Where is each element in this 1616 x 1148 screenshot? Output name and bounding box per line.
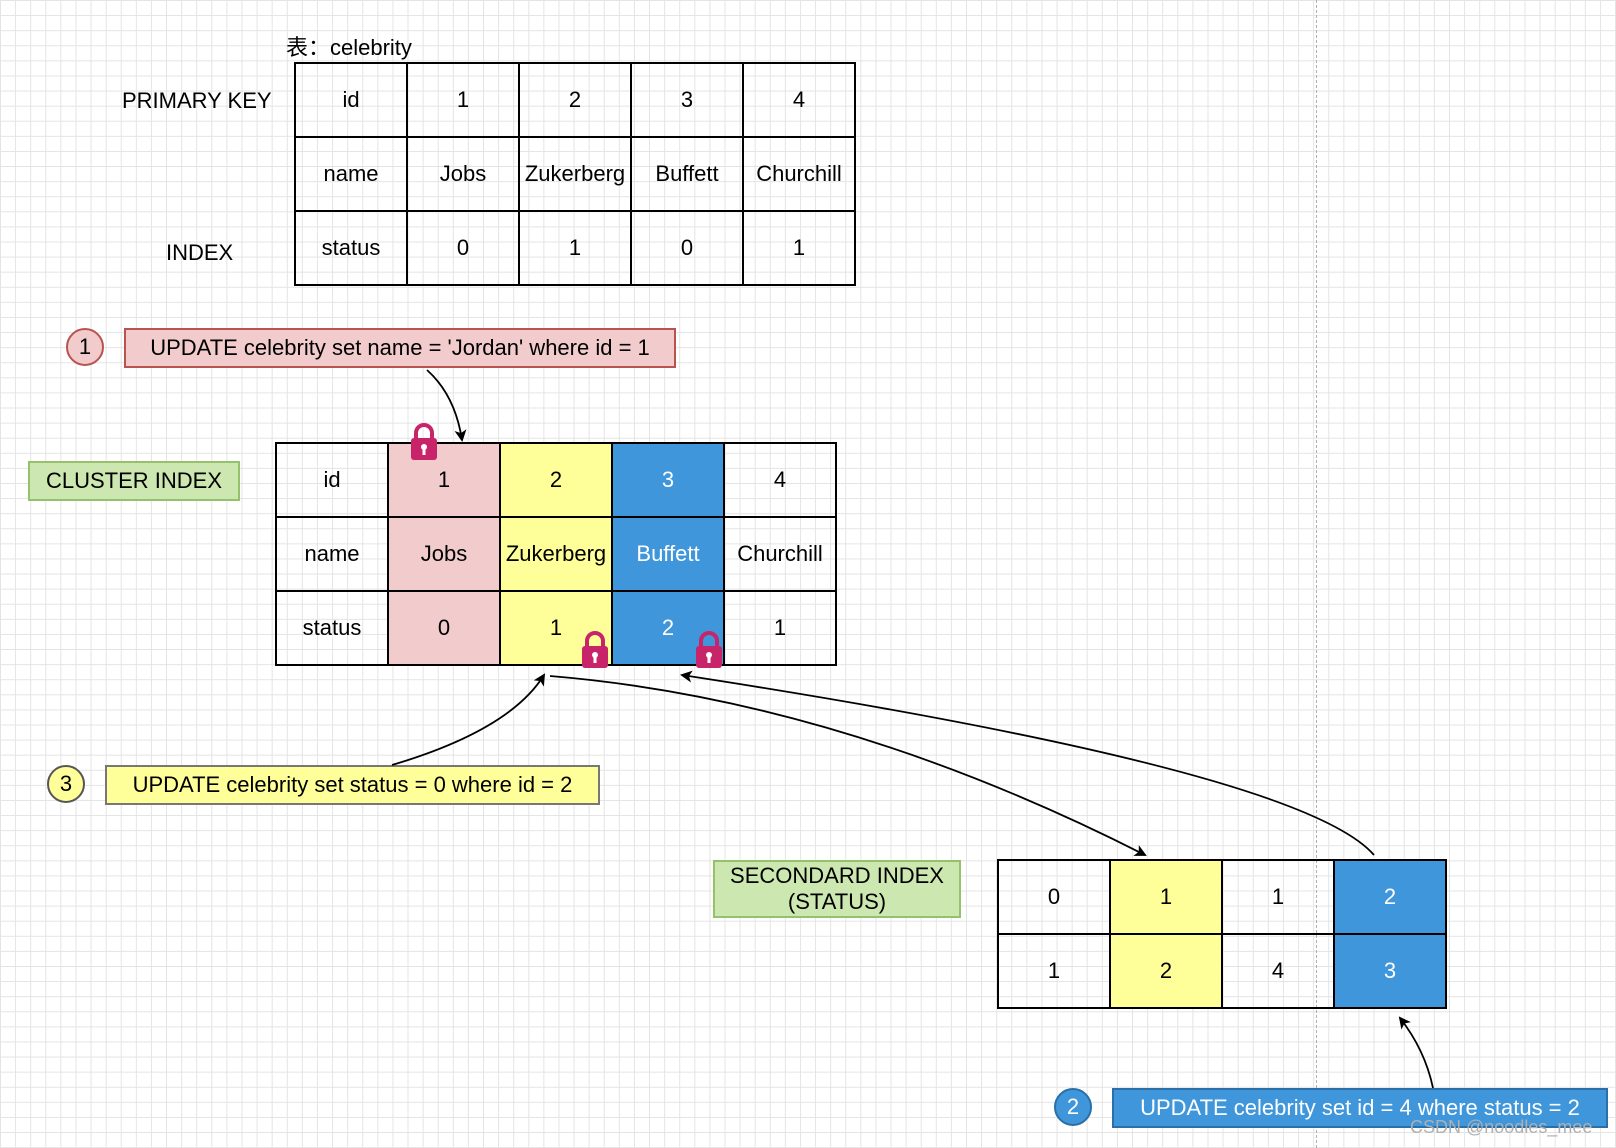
table-cell: 4	[1221, 933, 1335, 1009]
table-cell: 4	[723, 442, 837, 518]
table-cell: status	[275, 590, 389, 666]
watermark: CSDN @noodles_mee	[1410, 1117, 1593, 1137]
cluster-index-label: CLUSTER INDEX	[28, 461, 240, 501]
table-row: id 1 2 3 4	[275, 442, 837, 518]
table-cell: 1	[723, 590, 837, 666]
table-cell: Churchill	[723, 516, 837, 592]
index-label: INDEX	[166, 240, 234, 265]
arrow-step3-to-cluster	[391, 673, 546, 766]
table-row: 0 1 1 2	[997, 859, 1447, 935]
step-2-sql-box: UPDATE celebrity set id = 4 where status…	[1112, 1088, 1608, 1128]
celebrity-table: id 1 2 3 4 name Jobs Zukerberg Buffett C…	[294, 62, 856, 286]
table-cell: 0	[406, 210, 520, 286]
primary-key-label: PRIMARY KEY	[122, 88, 272, 113]
table-cell: id	[275, 442, 389, 518]
table-cell: 1	[406, 62, 520, 138]
secondary-index-label-line1: SECONDARD INDEX	[730, 863, 944, 888]
table-cell: Buffett	[630, 136, 744, 212]
arrow-step2-to-secondary	[1398, 1016, 1434, 1089]
table-row: status 0 1 0 1	[294, 210, 856, 286]
table-cell: 1	[742, 210, 856, 286]
table-row: id 1 2 3 4	[294, 62, 856, 138]
table-row: 1 2 4 3	[997, 933, 1447, 1009]
arrow-cluster-to-secondary	[549, 675, 1147, 856]
lock-icon	[411, 423, 437, 460]
table-cell: 0	[387, 590, 501, 666]
table-cell: status	[294, 210, 408, 286]
lock-icon	[696, 631, 722, 668]
table-cell: 2	[518, 62, 632, 138]
table-cell: Jobs	[406, 136, 520, 212]
cluster-index-table: id 1 2 3 4 name Jobs Zukerberg Buffett C…	[275, 442, 837, 666]
table-row: name Jobs Zukerberg Buffett Churchill	[275, 516, 837, 592]
table-cell: 4	[742, 62, 856, 138]
table-title: 表：celebrity	[286, 35, 412, 60]
table-row: status 0 1 2 1	[275, 590, 837, 666]
table-cell: name	[275, 516, 389, 592]
arrow-secondary-to-cluster	[680, 670, 1375, 856]
table-cell: name	[294, 136, 408, 212]
table-cell: 2	[1109, 933, 1223, 1009]
table-cell: 1	[1109, 859, 1223, 935]
table-cell: Zukerberg	[518, 136, 632, 212]
table-cell: 1	[387, 442, 501, 518]
table-cell: 3	[630, 62, 744, 138]
table-cell: 1	[518, 210, 632, 286]
table-cell: 2	[499, 442, 613, 518]
table-cell: 0	[630, 210, 744, 286]
step-3-sql-box: UPDATE celebrity set status = 0 where id…	[105, 765, 600, 805]
table-cell: 3	[611, 442, 725, 518]
table-cell: 3	[1333, 933, 1447, 1009]
secondary-index-label: SECONDARD INDEX (STATUS)	[713, 860, 961, 918]
step-1-marker: 1	[66, 328, 104, 366]
table-cell: 0	[997, 859, 1111, 935]
step-2-marker: 2	[1054, 1088, 1092, 1126]
table-cell: 2	[1333, 859, 1447, 935]
table-row: name Jobs Zukerberg Buffett Churchill	[294, 136, 856, 212]
table-cell: id	[294, 62, 408, 138]
step-1-sql-box: UPDATE celebrity set name = 'Jordan' whe…	[124, 328, 676, 368]
table-cell: 1	[997, 933, 1111, 1009]
secondary-index-table: 0 1 1 2 1 2 4 3	[997, 859, 1447, 1009]
step-3-marker: 3	[47, 765, 85, 803]
table-cell: Zukerberg	[499, 516, 613, 592]
secondary-index-label-line2: (STATUS)	[787, 889, 887, 914]
table-cell: 1	[1221, 859, 1335, 935]
table-cell: Buffett	[611, 516, 725, 592]
dashed-guide-line	[1316, 0, 1317, 1148]
lock-icon	[582, 631, 608, 668]
table-cell: Churchill	[742, 136, 856, 212]
table-cell: Jobs	[387, 516, 501, 592]
